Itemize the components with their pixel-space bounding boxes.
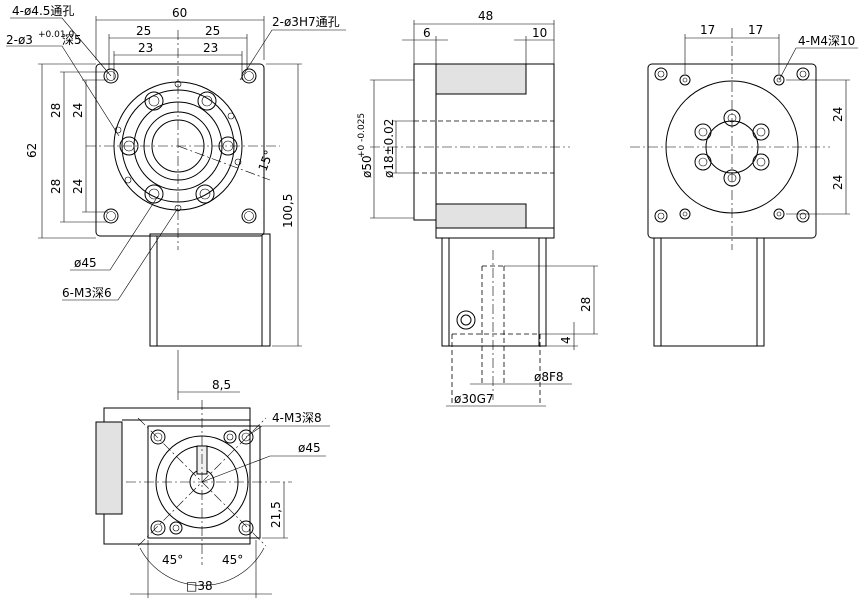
bottom-flange — [103, 407, 251, 545]
dim-8-5: 8,5 — [212, 378, 231, 392]
set-screw-icon — [456, 310, 476, 330]
corner-hole — [654, 67, 668, 81]
dim-28-bottom: 28 — [49, 179, 63, 194]
callout-6-m3: 6-M3深6 — [62, 286, 112, 300]
dim-17-left: 17 — [700, 23, 715, 37]
front-housing — [149, 233, 271, 347]
dia-45-front: ø45 — [74, 256, 97, 270]
side-view: 48 6 10 ø50 +0 -0.025 ø18±0.02 28 4 ø8F8 — [357, 9, 598, 407]
side-housing — [441, 237, 547, 347]
callout-2-pins: 2-ø3 — [6, 33, 33, 47]
corner-hole — [654, 209, 668, 223]
corner-hole — [238, 429, 254, 445]
corner-hole — [241, 208, 257, 224]
corner-hole — [103, 208, 119, 224]
dim-62: 62 — [25, 143, 39, 158]
callout-4-m3: 4-M3深8 — [272, 411, 322, 425]
bottom-view: 8,5 4-M3深8 ø45 21,5 45° 45° □38 — [95, 350, 330, 598]
dim-4: 4 — [559, 336, 573, 344]
rear-housing — [653, 237, 765, 347]
angle-45-right: 45° — [222, 553, 243, 567]
rear-view: 17 17 4-M4深10 24 24 — [630, 23, 858, 347]
tapped-hole — [679, 208, 691, 220]
bolt-hole — [144, 184, 164, 204]
dim-24-top-rear: 24 — [831, 107, 845, 122]
bolt-hole — [752, 153, 770, 171]
angle-15: 15° — [256, 148, 276, 173]
front-flange — [95, 63, 265, 237]
front-view: 60 25 25 23 23 62 28 28 24 24 4-ø4.5通孔 2… — [6, 4, 346, 347]
callout-4-holes: 4-ø4.5通孔 — [12, 4, 74, 18]
dim-17-right: 17 — [748, 23, 763, 37]
tapped-hole — [773, 208, 785, 220]
bottom-motor-block — [95, 421, 123, 515]
dim-100-5: 100,5 — [281, 194, 295, 228]
corner-hole — [238, 520, 254, 536]
corner-hole — [796, 209, 810, 223]
dim-10: 10 — [532, 26, 547, 40]
dim-28-side: 28 — [579, 297, 593, 312]
dia-45-bottom: ø45 — [298, 441, 321, 455]
bolt-hole — [197, 91, 217, 111]
side-flange — [413, 63, 437, 221]
callout-4-m4: 4-M4深10 — [798, 34, 855, 48]
corner-hole — [103, 68, 119, 84]
dim-24-bottom-rear: 24 — [831, 175, 845, 190]
bolt-hole — [195, 184, 215, 204]
corner-hole — [796, 67, 810, 81]
tapped-hole — [773, 74, 785, 86]
dia-30g7: ø30G7 — [454, 392, 494, 406]
tapped-hole — [679, 74, 691, 86]
dia-50: ø50 — [360, 155, 374, 178]
dia-18: ø18±0.02 — [382, 119, 396, 178]
dim-48: 48 — [478, 9, 493, 23]
dim-23-left: 23 — [138, 41, 153, 55]
dim-21-5: 21,5 — [269, 501, 283, 528]
callout-2-pins-tol: +0.01 0 — [38, 30, 74, 40]
dim-6: 6 — [423, 26, 431, 40]
corner-hole — [150, 429, 166, 445]
dim-24-bottom: 24 — [71, 179, 85, 194]
corner-hole — [150, 520, 166, 536]
dim-24-top: 24 — [71, 103, 85, 118]
dim-25-right: 25 — [205, 24, 220, 38]
corner-hole — [241, 68, 257, 84]
dim-23-right: 23 — [203, 41, 218, 55]
side-keyway-bottom — [435, 203, 527, 229]
dia-8f8: ø8F8 — [534, 370, 564, 384]
callout-2-pins-depth: 深5 — [62, 33, 82, 47]
bolt-hole — [694, 123, 712, 141]
square-38: □38 — [186, 579, 213, 593]
bolt-hole — [752, 123, 770, 141]
tapped-hole — [223, 430, 237, 444]
dim-28-top: 28 — [49, 103, 63, 118]
dia-50-tol: +0 -0.025 — [357, 113, 367, 158]
side-keyway-top — [435, 63, 527, 95]
dim-60: 60 — [172, 6, 187, 20]
bolt-hole — [144, 91, 164, 111]
callout-h7: 2-ø3H7通孔 — [272, 15, 340, 29]
tapped-hole — [169, 521, 183, 535]
dim-25-left: 25 — [136, 24, 151, 38]
bolt-hole — [694, 153, 712, 171]
angle-45-left: 45° — [162, 553, 183, 567]
